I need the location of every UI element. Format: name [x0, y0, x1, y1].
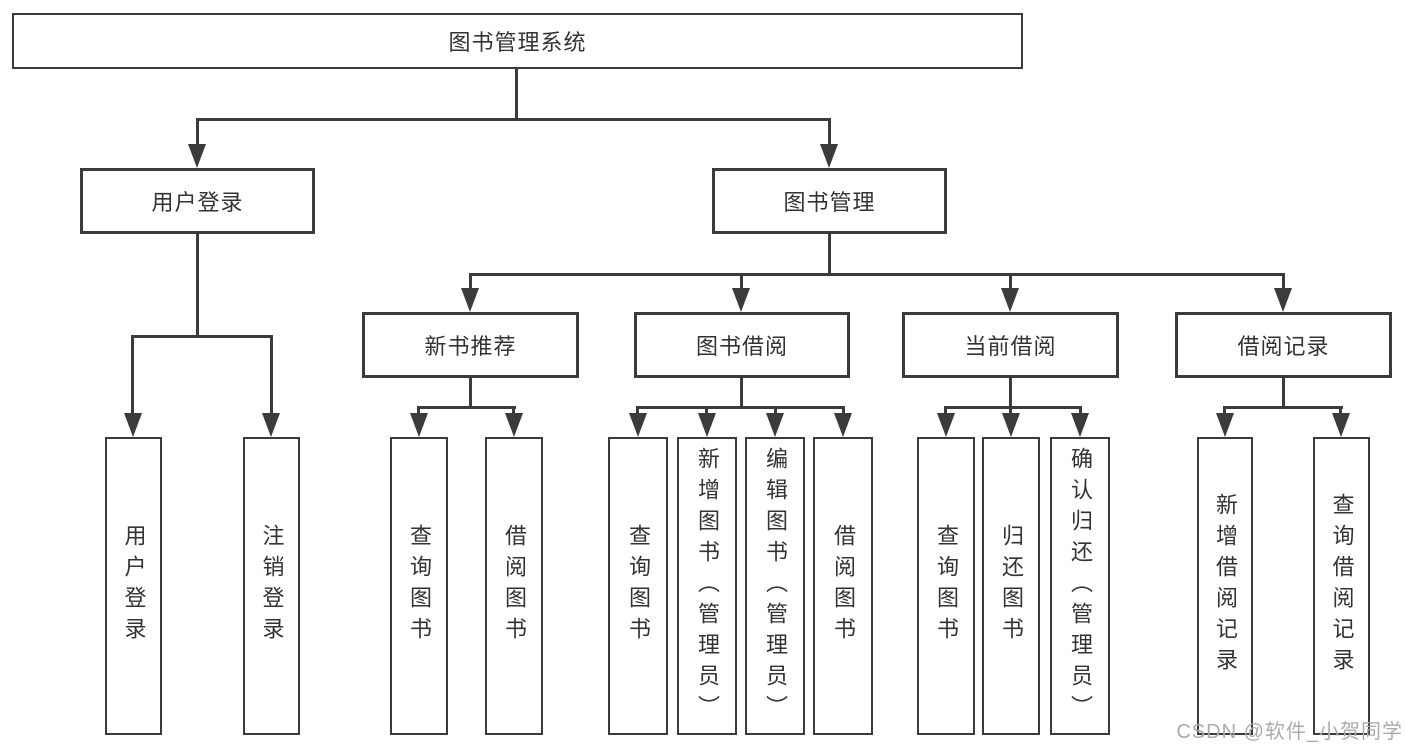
leaf-user-login: 用户登录 — [105, 437, 162, 735]
node-user-login: 用户登录 — [80, 168, 315, 234]
leaf-borrow-edit-book: 编辑图书（管理员） — [745, 437, 805, 735]
leaf-record-query-record-label: 查询借阅记录 — [1329, 493, 1355, 679]
connector-line — [740, 378, 743, 408]
connector-line — [512, 406, 515, 418]
connector-line — [270, 335, 273, 417]
node-root: 图书管理系统 — [12, 13, 1023, 69]
connector-line — [417, 406, 516, 409]
watermark: CSDN @软件_小贺同学 — [1176, 721, 1403, 743]
arrowhead-icon — [1071, 413, 1089, 437]
arrowhead-icon — [698, 413, 716, 437]
arrowhead-icon — [188, 144, 206, 168]
arrowhead-icon — [629, 413, 647, 437]
arrowhead-icon — [834, 413, 852, 437]
leaf-logout-label: 注销登录 — [259, 524, 285, 648]
connector-line — [636, 406, 639, 418]
leaf-current-confirm-return-label: 确认归还（管理员） — [1068, 446, 1093, 726]
leaf-user-login-label: 用户登录 — [121, 524, 147, 648]
arrowhead-icon — [505, 413, 523, 437]
arrowhead-icon — [262, 413, 280, 437]
connector-line — [705, 406, 708, 418]
leaf-borrow-add-book: 新增图书（管理员） — [677, 437, 737, 735]
leaf-current-return-book: 归还图书 — [982, 437, 1040, 735]
leaf-borrow-borrow-book: 借阅图书 — [813, 437, 873, 735]
arrowhead-icon — [937, 413, 955, 437]
connector-line — [1009, 378, 1012, 408]
connector-line — [417, 406, 420, 418]
leaf-record-add-record: 新增借阅记录 — [1197, 437, 1253, 735]
connector-line — [196, 118, 831, 121]
connector-line — [469, 273, 472, 291]
leaf-borrow-edit-book-label: 编辑图书（管理员） — [763, 446, 788, 726]
node-borrow-record: 借阅记录 — [1175, 312, 1392, 378]
node-book-borrow: 图书借阅 — [634, 312, 850, 378]
node-root-label: 图书管理系统 — [448, 30, 587, 55]
leaf-record-query-record: 查询借阅记录 — [1313, 437, 1370, 735]
node-book-management: 图书管理 — [712, 168, 947, 234]
connector-line — [944, 406, 1082, 409]
connector-line — [469, 378, 472, 408]
arrowhead-icon — [766, 413, 784, 437]
connector-line — [1223, 406, 1226, 418]
leaf-logout: 注销登录 — [243, 437, 300, 735]
arrowhead-icon — [1002, 413, 1020, 437]
connector-line — [1282, 273, 1285, 291]
leaf-borrow-query-book: 查询图书 — [608, 437, 668, 735]
connector-line — [774, 406, 777, 418]
leaf-current-query-book: 查询图书 — [917, 437, 975, 735]
arrowhead-icon — [1216, 413, 1234, 437]
leaf-current-confirm-return: 确认归还（管理员） — [1050, 437, 1110, 735]
node-current-borrow: 当前借阅 — [902, 312, 1119, 378]
node-book-borrow-label: 图书借阅 — [695, 334, 788, 359]
connector-line — [196, 234, 199, 337]
connector-line — [1009, 406, 1012, 418]
node-book-management-label: 图书管理 — [783, 190, 876, 215]
node-user-login-label: 用户登录 — [151, 190, 244, 215]
connector-line — [1223, 406, 1343, 409]
arrowhead-icon — [732, 288, 750, 312]
arrowhead-icon — [461, 288, 479, 312]
arrowhead-icon — [1332, 413, 1350, 437]
arrowhead-icon — [820, 144, 838, 168]
leaf-borrow-query-book-label: 查询图书 — [626, 524, 651, 648]
arrowhead-icon — [1001, 288, 1019, 312]
connector-line — [515, 69, 518, 118]
leaf-recommend-borrow-book: 借阅图书 — [485, 437, 543, 735]
connector-line — [828, 234, 831, 275]
leaf-recommend-query-book: 查询图书 — [390, 437, 448, 735]
node-new-book-recommend-label: 新书推荐 — [424, 334, 517, 359]
leaf-recommend-borrow-book-label: 借阅图书 — [502, 524, 527, 648]
arrowhead-icon — [1274, 288, 1292, 312]
connector-line — [828, 118, 831, 150]
connector-line — [196, 118, 199, 150]
connector-line — [1079, 406, 1082, 418]
connector-line — [740, 273, 743, 291]
leaf-current-query-book-label: 查询图书 — [934, 524, 959, 648]
connector-line — [1339, 406, 1342, 418]
connector-line — [469, 273, 1285, 276]
connector-line — [636, 406, 845, 409]
arrowhead-icon — [410, 413, 428, 437]
node-new-book-recommend: 新书推荐 — [362, 312, 579, 378]
leaf-recommend-query-book-label: 查询图书 — [407, 524, 432, 648]
leaf-current-return-book-label: 归还图书 — [999, 524, 1024, 648]
leaf-borrow-borrow-book-label: 借阅图书 — [831, 524, 856, 648]
leaf-record-add-record-label: 新增借阅记录 — [1213, 493, 1238, 679]
connector-line — [1009, 273, 1012, 291]
arrowhead-icon — [124, 413, 142, 437]
node-current-borrow-label: 当前借阅 — [964, 334, 1057, 359]
connector-line — [131, 335, 134, 417]
connector-line — [944, 406, 947, 418]
connector-line — [1282, 378, 1285, 408]
connector-line — [842, 406, 845, 418]
node-borrow-record-label: 借阅记录 — [1237, 334, 1330, 359]
connector-line — [131, 335, 273, 338]
leaf-borrow-add-book-label: 新增图书（管理员） — [695, 446, 720, 726]
